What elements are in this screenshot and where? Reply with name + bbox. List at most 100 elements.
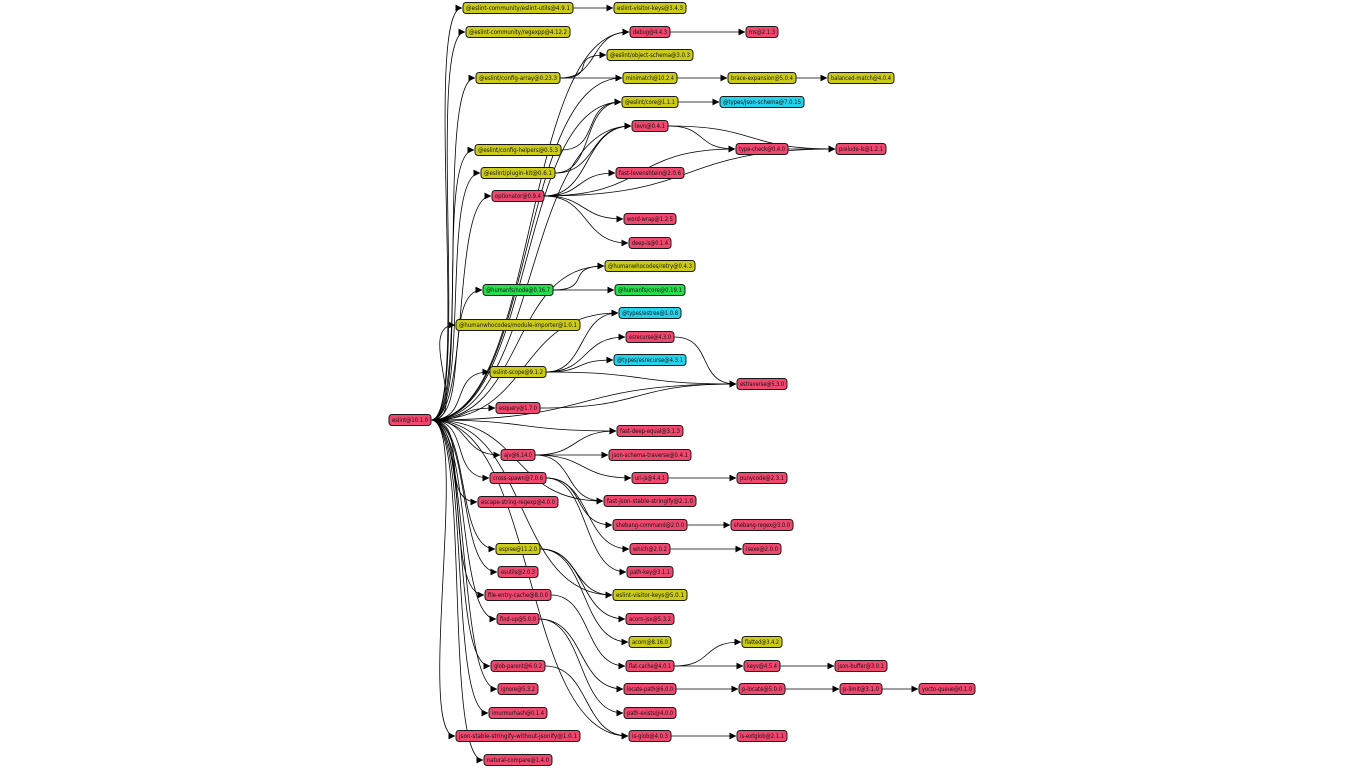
node-humanfs-core[interactable]: @humanfs/core@0.19.1 (614, 284, 686, 296)
node-deep-is[interactable]: deep-is@0.1.4 (628, 237, 672, 249)
node-humanfs-node[interactable]: @humanfs/node@0.16.7 (482, 284, 554, 296)
node-p-limit[interactable]: p-limit@3.1.0 (839, 683, 883, 695)
node-label-esrecurse: esrecurse@4.3.0 (629, 333, 671, 341)
node-escape-string-regexp[interactable]: escape-string-regexp@4.0.0 (477, 496, 559, 508)
node-cross-spawn[interactable]: cross-spawn@7.0.6 (489, 472, 547, 484)
node-eslint[interactable]: eslint@10.1.0 (388, 414, 432, 426)
node-fast-levenshtein[interactable]: fast-levenshtein@2.0.6 (615, 167, 685, 179)
edge-optionator-to-deep-is (543, 195, 629, 247)
node-acorn[interactable]: acorn@8.16.0 (628, 636, 672, 648)
edge-eslint-to-module-importer (430, 321, 456, 421)
node-p-locate[interactable]: p-locate@5.0.0 (738, 683, 786, 695)
node-type-check[interactable]: type-check@0.4.0 (735, 143, 789, 155)
node-shebang-regex[interactable]: shebang-regex@3.0.0 (730, 519, 794, 531)
node-label-isexe: isexe@2.0.0 (746, 545, 778, 553)
node-box-locate-path (623, 683, 677, 695)
node-estraverse[interactable]: estraverse@5.3.0 (736, 378, 788, 390)
node-regexpp[interactable]: @eslint-community/regexpp@4.12.2 (465, 26, 571, 38)
node-json-schema-traverse[interactable]: json-schema-traverse@0.4.1 (608, 449, 692, 461)
node-box-types-esrecurse (613, 354, 687, 366)
node-which[interactable]: which@2.0.2 (629, 543, 671, 555)
node-esquery[interactable]: esquery@1.7.0 (495, 402, 541, 414)
node-retry[interactable]: @humanwhocodes/retry@0.4.3 (604, 260, 696, 272)
node-types-estree[interactable]: @types/estree@1.0.8 (618, 307, 682, 319)
node-punycode[interactable]: punycode@2.3.1 (736, 472, 788, 484)
node-fast-deep-equal[interactable]: fast-deep-equal@3.1.3 (616, 425, 684, 437)
node-shebang-command[interactable]: shebang-command@2.0.0 (612, 519, 688, 531)
node-label-ms: ms@2.1.3 (749, 28, 775, 36)
edge-eslint-to-retry (430, 262, 605, 421)
node-json-stable-stringify[interactable]: json-stable-stringify-without-jsonify@1.… (455, 730, 581, 742)
node-box-evk343 (613, 2, 687, 14)
node-label-cross-spawn: cross-spawn@7.0.6 (493, 474, 543, 482)
node-label-shebang-command: shebang-command@2.0.0 (616, 521, 684, 529)
node-imurmurhash[interactable]: imurmurhash@0.1.4 (488, 707, 548, 719)
node-json-schema[interactable]: @types/json-schema@7.0.15 (719, 96, 805, 108)
node-box-object-schema (606, 49, 694, 61)
node-minimatch[interactable]: minimatch@10.2.4 (622, 72, 678, 84)
node-keyv[interactable]: keyv@4.5.4 (743, 660, 781, 672)
node-is-glob[interactable]: is-glob@4.0.3 (628, 730, 672, 742)
node-uri-js[interactable]: uri-js@4.4.1 (631, 472, 669, 484)
node-esutils[interactable]: esutils@2.0.3 (497, 566, 539, 578)
node-label-plugin-kit: @eslint/plugin-kit@0.6.1 (484, 169, 552, 177)
node-box-esutils (497, 566, 539, 578)
edge-file-entry-cache-to-flat-cache (550, 594, 626, 670)
node-prelude-ls[interactable]: prelude-ls@1.2.1 (835, 143, 887, 155)
node-ms[interactable]: ms@2.1.3 (745, 26, 779, 38)
node-find-up[interactable]: find-up@5.0.0 (496, 613, 540, 625)
node-label-word-wrap: word-wrap@1.2.5 (627, 215, 673, 223)
node-box-ms (745, 26, 779, 38)
node-isexe[interactable]: isexe@2.0.0 (742, 543, 782, 555)
node-eslint-utils[interactable]: @eslint-community/eslint-utils@4.9.1 (462, 2, 574, 14)
node-fast-json-stable-stringify[interactable]: fast-json-stable-stringify@2.1.0 (603, 495, 697, 507)
node-eslint-scope[interactable]: eslint-scope@9.1.2 (489, 366, 547, 378)
node-box-is-extglob (736, 730, 788, 742)
node-debug[interactable]: debug@4.4.3 (629, 26, 671, 38)
node-optionator[interactable]: optionator@0.9.4 (491, 190, 545, 202)
node-ignore[interactable]: ignore@5.3.2 (497, 683, 539, 695)
node-object-schema[interactable]: @eslint/object-schema@3.0.3 (606, 49, 694, 61)
node-box-humanfs-core (614, 284, 686, 296)
edge-esrecurse-to-estraverse (673, 336, 737, 388)
node-balanced-match[interactable]: balanced-match@4.0.4 (827, 72, 895, 84)
node-path-key[interactable]: path-key@3.1.1 (626, 566, 674, 578)
node-flat-cache[interactable]: flat-cache@4.0.1 (625, 660, 675, 672)
node-evk343[interactable]: eslint-visitor-keys@3.4.3 (613, 2, 687, 14)
edge-ajv-to-fast-deep-equal (534, 427, 617, 456)
node-natural-compare[interactable]: natural-compare@1.4.0 (483, 754, 553, 766)
node-json-buffer[interactable]: json-buffer@3.0.1 (834, 660, 888, 672)
node-types-esrecurse[interactable]: @types/esrecurse@4.3.1 (613, 354, 687, 366)
edge-eslint-to-espree (430, 419, 496, 553)
node-file-entry-cache[interactable]: file-entry-cache@8.0.0 (484, 589, 552, 601)
node-yocto-queue[interactable]: yocto-queue@0.1.0 (918, 683, 976, 695)
node-label-shebang-regex: shebang-regex@3.0.0 (734, 521, 790, 529)
node-acorn-jsx[interactable]: acorn-jsx@5.3.2 (625, 613, 675, 625)
node-locate-path[interactable]: locate-path@6.0.0 (623, 683, 677, 695)
node-ajv[interactable]: ajv@6.14.0 (500, 449, 536, 461)
node-espree[interactable]: espree@11.2.0 (495, 543, 541, 555)
node-label-minimatch: minimatch@10.2.4 (626, 74, 674, 82)
node-flatted[interactable]: flatted@3.4.2 (741, 636, 783, 648)
node-label-esquery: esquery@1.7.0 (499, 404, 537, 412)
node-is-extglob[interactable]: is-extglob@2.1.1 (736, 730, 788, 742)
node-label-path-key: path-key@3.1.1 (630, 568, 670, 576)
node-box-evk501 (612, 589, 688, 601)
node-evk501[interactable]: eslint-visitor-keys@5.0.1 (612, 589, 688, 601)
node-path-exists[interactable]: path-exists@4.0.0 (623, 707, 677, 719)
node-config-array[interactable]: @eslint/config-array@0.23.3 (475, 72, 561, 84)
node-label-balanced-match: balanced-match@4.0.4 (831, 74, 891, 82)
edge-eslint-scope-to-esrecurse (545, 333, 626, 373)
node-brace-expansion[interactable]: brace-expansion@5.0.4 (727, 72, 797, 84)
node-esrecurse[interactable]: esrecurse@4.3.0 (625, 331, 675, 343)
node-glob-parent[interactable]: glob-parent@6.0.2 (490, 660, 546, 672)
node-module-importer[interactable]: @humanwhocodes/module-importer@1.0.1 (455, 319, 581, 331)
node-plugin-kit[interactable]: @eslint/plugin-kit@0.6.1 (480, 167, 556, 179)
node-config-helpers[interactable]: @eslint/config-helpers@0.5.3 (474, 144, 562, 156)
node-box-module-importer (455, 319, 581, 331)
node-box-punycode (736, 472, 788, 484)
node-word-wrap[interactable]: word-wrap@1.2.5 (623, 213, 677, 225)
edge-eslint-to-natural-compare (430, 419, 484, 764)
node-levn[interactable]: levn@0.4.1 (631, 120, 669, 132)
node-core[interactable]: @eslint/core@1.1.1 (621, 96, 679, 108)
